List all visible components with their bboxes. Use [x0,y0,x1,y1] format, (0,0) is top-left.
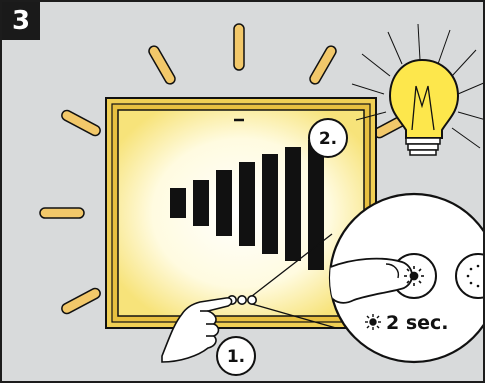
ray-top-left [147,44,177,85]
ray-left-upper [60,109,102,138]
timer-sun-icon [365,314,381,330]
device-button-3 [248,296,256,304]
level-bar-3 [216,170,232,236]
ray-top-right [308,44,338,85]
level-bar-1 [170,188,186,218]
device-button-2 [238,296,246,304]
sun-icon [404,266,424,286]
level-bar-2 [193,180,209,226]
ray-top-center [234,24,244,70]
step-number-badge: 3 [2,2,40,40]
ray-left-lower [60,287,102,316]
level-bar-6 [285,147,301,261]
level-bar-4 [239,162,255,246]
level-bar-5 [262,154,278,254]
timer-label: 2 sec. [386,312,449,334]
callout-2-label: 2. [319,129,337,149]
callout-1-label: 1. [227,347,245,367]
ray-left-middle [40,208,84,218]
